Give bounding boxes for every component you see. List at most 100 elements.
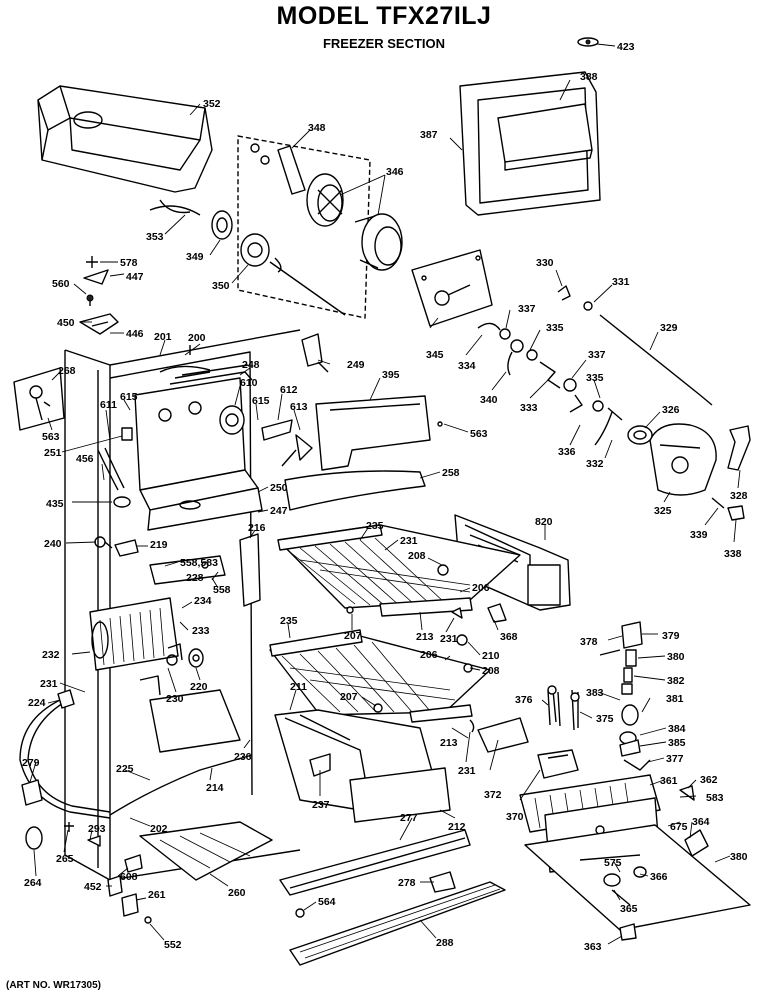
label-608: 608 bbox=[120, 871, 138, 883]
label-220: 220 bbox=[190, 681, 208, 693]
channel-216 bbox=[239, 533, 261, 607]
defrost-heater-220 bbox=[188, 648, 204, 668]
label-237: 237 bbox=[312, 799, 330, 811]
label-260: 260 bbox=[228, 887, 246, 899]
label-385: 385 bbox=[668, 737, 686, 749]
label-206a: 206 bbox=[472, 582, 490, 594]
label-248: 248 bbox=[242, 359, 260, 371]
label-261: 261 bbox=[148, 889, 166, 901]
solenoid-370 bbox=[537, 749, 579, 779]
label-564: 564 bbox=[318, 896, 336, 908]
label-208a: 208 bbox=[408, 550, 426, 562]
label-264: 264 bbox=[24, 877, 42, 889]
small-brackets-left bbox=[79, 256, 119, 335]
label-335b: 335 bbox=[586, 372, 604, 384]
label-206b: 206 bbox=[420, 649, 438, 661]
wire-harness-376 bbox=[547, 685, 580, 731]
label-560: 560 bbox=[52, 278, 70, 290]
label-349: 349 bbox=[186, 251, 204, 263]
label-383: 383 bbox=[586, 687, 604, 699]
bracket-249 bbox=[301, 333, 329, 373]
label-279: 279 bbox=[22, 757, 40, 769]
label-216: 216 bbox=[248, 522, 266, 534]
label-558-583: 558,583 bbox=[180, 557, 218, 569]
label-207b: 207 bbox=[340, 691, 358, 703]
label-200: 200 bbox=[188, 332, 206, 344]
label-268: 268 bbox=[58, 365, 76, 377]
bottom-left-parts bbox=[25, 821, 273, 924]
label-249: 249 bbox=[347, 359, 365, 371]
small-parts-384-377 bbox=[619, 731, 651, 771]
label-348: 348 bbox=[308, 122, 326, 134]
label-228: 228 bbox=[186, 572, 204, 584]
label-364: 364 bbox=[692, 816, 710, 828]
label-380a: 380 bbox=[667, 651, 685, 663]
label-330: 330 bbox=[536, 257, 554, 269]
label-379: 379 bbox=[662, 630, 680, 642]
label-372: 372 bbox=[484, 789, 502, 801]
wire-harness-456 bbox=[97, 447, 131, 508]
valve-stack-378 bbox=[599, 621, 643, 726]
part-251 bbox=[121, 427, 133, 441]
label-337b: 337 bbox=[588, 349, 606, 361]
label-345: 345 bbox=[426, 349, 444, 361]
label-207a: 207 bbox=[344, 630, 362, 642]
bottom-rail-parts bbox=[279, 829, 506, 966]
label-251: 251 bbox=[44, 447, 62, 459]
label-335a: 335 bbox=[546, 322, 564, 334]
diagram-title: MODEL TFX27ILJ bbox=[276, 2, 492, 30]
label-219: 219 bbox=[150, 539, 168, 551]
label-611: 611 bbox=[100, 399, 117, 411]
label-613: 613 bbox=[290, 401, 308, 413]
label-333: 333 bbox=[520, 402, 538, 414]
label-231b: 231 bbox=[440, 633, 458, 645]
label-214: 214 bbox=[206, 782, 224, 794]
fan-motor-610 bbox=[169, 364, 313, 467]
label-376: 376 bbox=[515, 694, 533, 706]
mechanism-plate-345 bbox=[411, 249, 493, 327]
label-346: 346 bbox=[386, 166, 404, 178]
label-365: 365 bbox=[620, 903, 638, 915]
part-423 bbox=[577, 37, 599, 47]
label-326: 326 bbox=[662, 404, 680, 416]
label-234: 234 bbox=[194, 595, 212, 607]
label-610: 610 bbox=[240, 377, 258, 389]
label-211: 211 bbox=[290, 681, 307, 693]
auger-motor-assembly bbox=[211, 135, 403, 319]
label-336: 336 bbox=[558, 446, 576, 458]
label-224: 224 bbox=[28, 697, 46, 709]
label-377: 377 bbox=[666, 753, 684, 765]
label-366: 366 bbox=[650, 871, 668, 883]
label-225: 225 bbox=[116, 763, 134, 775]
label-387: 387 bbox=[420, 129, 438, 141]
label-277: 277 bbox=[400, 812, 418, 824]
label-558: 558 bbox=[213, 584, 231, 596]
art-number: (ART NO. WR17305) bbox=[6, 980, 102, 991]
label-675: 675 bbox=[670, 821, 688, 833]
label-370: 370 bbox=[506, 811, 524, 823]
label-450: 450 bbox=[57, 317, 75, 329]
evaporator-cover-250 bbox=[134, 365, 263, 531]
label-213b: 213 bbox=[440, 737, 458, 749]
small-mechanism-parts bbox=[437, 285, 713, 446]
label-452: 452 bbox=[84, 881, 102, 893]
label-250: 250 bbox=[270, 482, 288, 494]
label-361: 361 bbox=[660, 775, 678, 787]
label-231a: 231 bbox=[400, 535, 418, 547]
drain-parts bbox=[139, 555, 226, 696]
label-447: 447 bbox=[126, 271, 144, 283]
label-388: 388 bbox=[580, 71, 598, 83]
bracket-372 bbox=[477, 717, 529, 753]
label-615a: 615 bbox=[120, 391, 138, 403]
label-338: 338 bbox=[724, 548, 742, 560]
shelf-206-lower bbox=[269, 629, 491, 723]
label-240: 240 bbox=[44, 538, 62, 550]
label-210: 210 bbox=[482, 650, 500, 662]
label-563b: 563 bbox=[470, 428, 488, 440]
label-378: 378 bbox=[580, 636, 598, 648]
part-number-labels: 423 352 388 387 348 346 353 349 350 578 … bbox=[22, 41, 748, 953]
label-331: 331 bbox=[612, 276, 630, 288]
shelf-clips bbox=[346, 564, 507, 733]
label-258: 258 bbox=[442, 467, 460, 479]
label-456: 456 bbox=[76, 453, 94, 465]
